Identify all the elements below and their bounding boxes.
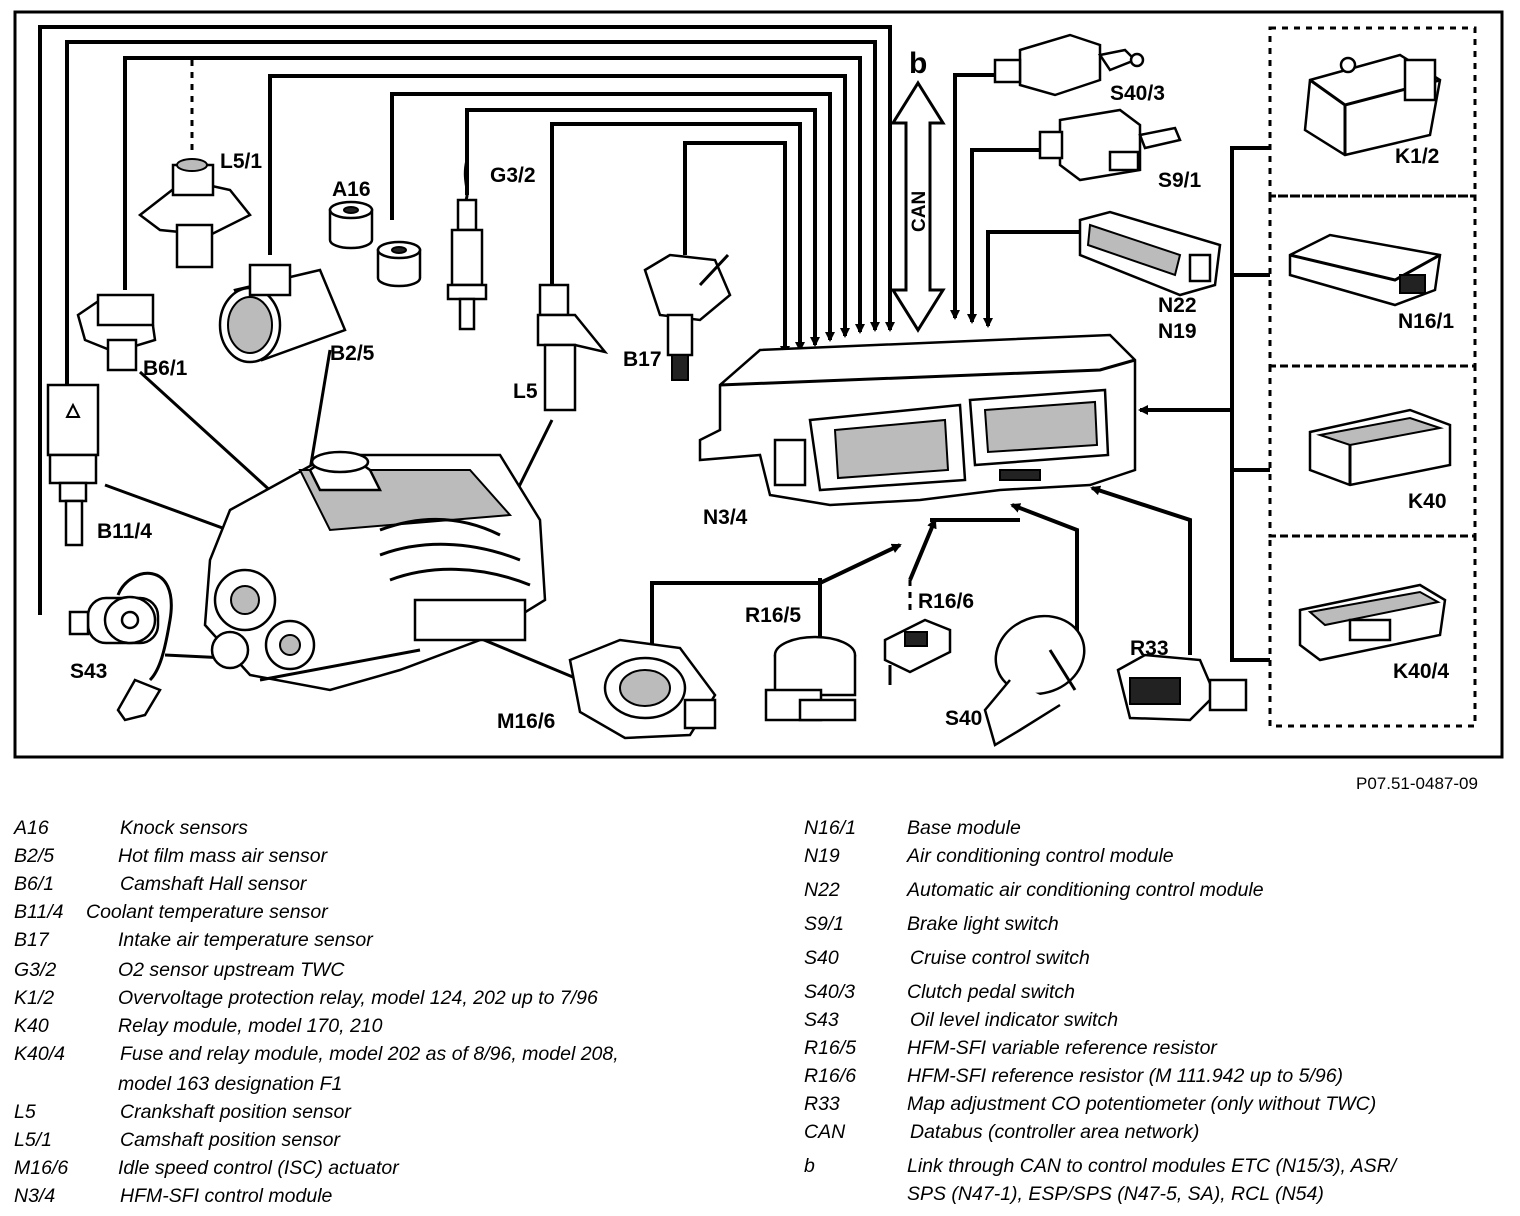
label-b2-5: B2/5: [330, 342, 375, 365]
bottom-wires: [650, 485, 1192, 655]
label-n22: N22: [1158, 294, 1197, 317]
overvoltage-protection-relay: [1303, 53, 1442, 157]
hfm-sfi-control-module: [698, 333, 1137, 507]
sensor-wires: [38, 25, 895, 615]
figure-reference: P07.51-0487-09: [1356, 774, 1478, 793]
label-s9-1: S9/1: [1158, 169, 1202, 192]
coolant-temperature-sensor: [46, 383, 100, 547]
crankshaft-position-sensor: [536, 283, 609, 412]
label-b17: B17: [623, 348, 662, 371]
camshaft-hall-sensor: [76, 293, 157, 372]
label-r33: R33: [1130, 637, 1169, 660]
label-k40: K40: [1408, 490, 1447, 513]
label-s40-3: S40/3: [1110, 82, 1165, 105]
climate-control-module: [1078, 210, 1222, 297]
label-n19: N19: [1158, 320, 1197, 343]
wiring-diagram: CAN b L5/1: [13, 10, 1504, 759]
engine-block: [203, 450, 547, 692]
reference-resistor: [883, 618, 952, 685]
o2-sensor: [446, 159, 488, 331]
knock-sensors: [328, 200, 422, 288]
label-l5: L5: [513, 380, 538, 403]
label-m16-6: M16/6: [497, 710, 555, 733]
label-a16: A16: [332, 178, 371, 201]
label-s40: S40: [945, 707, 982, 730]
optional-modules-box: [1268, 26, 1477, 728]
variable-reference-resistor: [764, 635, 857, 722]
label-b: b: [909, 47, 927, 80]
label-k1-2: K1/2: [1395, 145, 1439, 168]
brake-light-switch: [1038, 108, 1182, 182]
oil-level-indicator-switch: [68, 571, 173, 722]
intake-air-temperature-sensor: [643, 253, 732, 381]
label-g3-2: G3/2: [490, 164, 536, 187]
idle-speed-control-actuator: [568, 638, 717, 740]
map-adjustment-potentiometer: [1116, 653, 1248, 722]
camshaft-position-sensor: [137, 158, 252, 269]
switch-wires: [950, 73, 1270, 662]
label-b6-1: B6/1: [143, 357, 188, 380]
legend-row: SPS (N47-1), ESP/SPS (N47-5, SA), RCL (N…: [907, 1183, 1324, 1205]
label-s43: S43: [70, 660, 107, 683]
label-l5-1: L5/1: [220, 150, 262, 173]
clutch-pedal-switch: [993, 33, 1145, 97]
label-r16-6: R16/6: [918, 590, 974, 613]
label-n3-4: N3/4: [703, 506, 748, 529]
fuse-and-relay-module: [1298, 583, 1447, 662]
can-arrow: CAN: [890, 80, 946, 333]
legend-row: model 163 designation F1: [118, 1073, 343, 1095]
label-b11-4: B11/4: [97, 520, 152, 543]
cruise-control-switch: [983, 614, 1086, 747]
base-module: [1288, 233, 1442, 307]
label-n16-1: N16/1: [1398, 310, 1454, 333]
relay-module: [1308, 408, 1452, 487]
diagram-frame: [13, 10, 1504, 759]
label-r16-5: R16/5: [745, 604, 801, 627]
hot-film-maf-sensor: [218, 263, 347, 364]
label-can: CAN: [909, 191, 930, 232]
label-k40-4: K40/4: [1393, 660, 1449, 683]
